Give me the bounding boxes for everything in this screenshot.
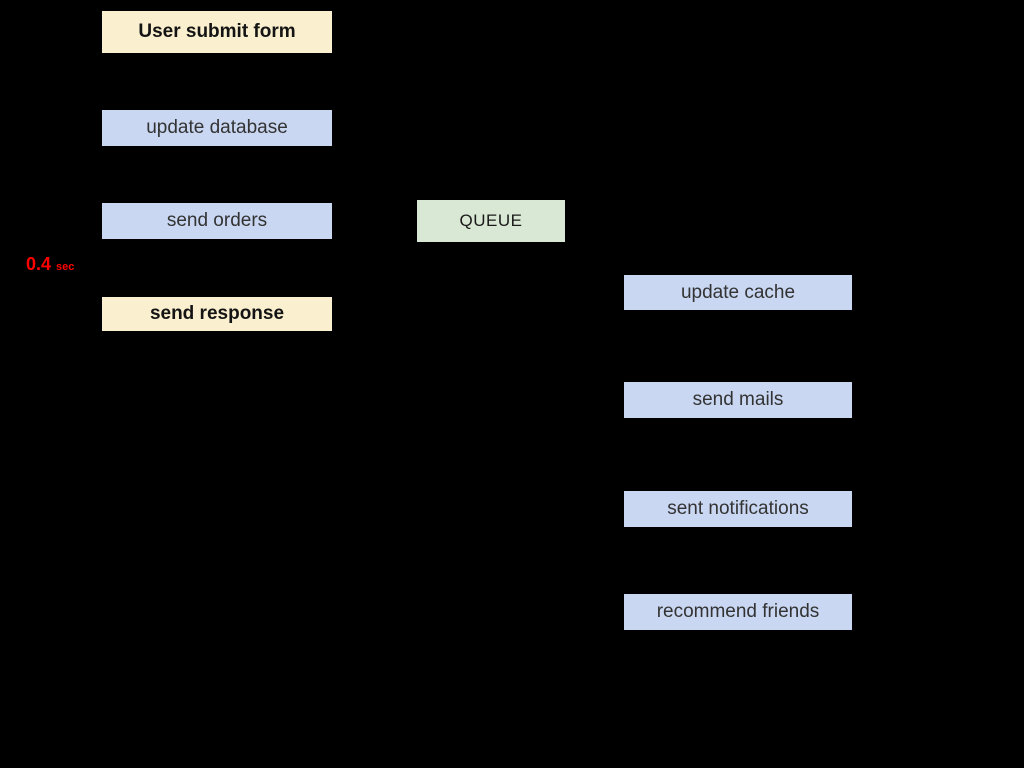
node-label: User submit form <box>138 21 296 42</box>
node-recommend-friends: recommend friends <box>624 594 852 630</box>
node-user-submit-form: User submit form <box>102 11 332 53</box>
node-label: QUEUE <box>459 211 523 230</box>
timing-unit: sec <box>56 261 75 273</box>
node-update-database: update database <box>102 110 332 146</box>
node-update-cache: update cache <box>624 275 852 310</box>
node-label: send orders <box>166 210 268 231</box>
node-send-orders: send orders <box>102 203 332 239</box>
node-label: sent notifications <box>667 498 809 519</box>
node-send-mails: send mails <box>624 382 852 418</box>
node-send-response: send response <box>102 297 332 331</box>
node-queue: QUEUE <box>417 200 565 242</box>
node-label: update database <box>146 117 288 138</box>
node-label: send mails <box>692 389 784 410</box>
timing-value: 0.4 <box>26 254 52 274</box>
node-label: recommend friends <box>656 601 820 622</box>
node-sent-notifications: sent notifications <box>624 491 852 527</box>
timing-annotation: 0.4 sec <box>26 254 74 275</box>
node-label: send response <box>149 303 285 324</box>
node-label: update cache <box>680 281 796 303</box>
